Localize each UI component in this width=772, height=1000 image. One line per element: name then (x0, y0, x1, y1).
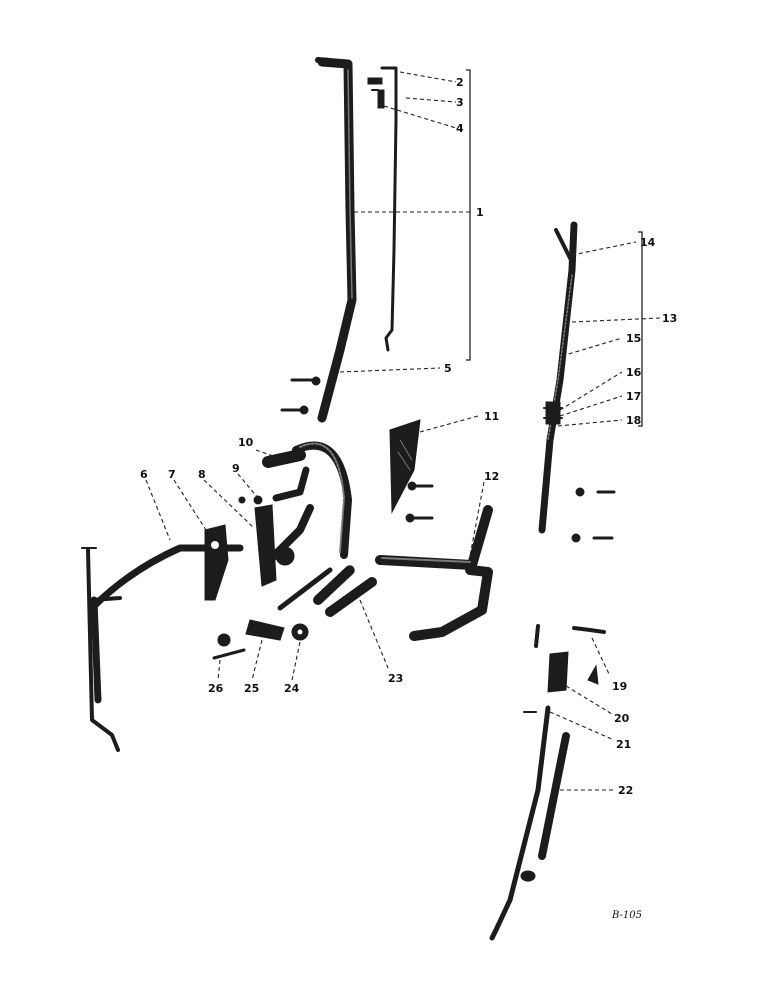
callout-2: 2 (456, 76, 464, 89)
part-11-latch-plate (389, 419, 434, 523)
callout-labels: 1 2 3 4 5 6 7 8 9 10 11 12 13 14 15 16 1… (140, 76, 677, 797)
callout-13: 13 (662, 312, 677, 325)
part-20-sleeve (547, 651, 569, 693)
callout-15: 15 (626, 332, 641, 345)
part-26-bolt (212, 633, 246, 660)
spring-rod (81, 547, 120, 752)
figure-id: B-105 (611, 910, 642, 921)
callout-25: 25 (244, 682, 259, 695)
part-24-washer (291, 623, 309, 641)
callout-21: 21 (616, 738, 631, 751)
part-8-ratchet-lever (254, 504, 314, 587)
callout-7: 7 (168, 468, 176, 481)
callout-23: 23 (388, 672, 403, 685)
callout-6: 6 (140, 468, 148, 481)
part-2-latch-rod (367, 66, 398, 352)
part-10-quadrant (262, 441, 352, 559)
callout-24: 24 (284, 682, 300, 695)
callout-8: 8 (198, 468, 206, 481)
part-22-spring (520, 732, 570, 882)
part-7-pivot-bracket (204, 524, 229, 601)
callout-11: 11 (484, 410, 499, 423)
callout-10: 10 (238, 436, 254, 449)
callout-22: 22 (618, 784, 633, 797)
part-19-pins (534, 624, 606, 685)
part-23-springs (277, 565, 377, 617)
callout-1: 1 (476, 206, 484, 219)
callout-14: 14 (640, 236, 656, 249)
part-1-lever-handle (315, 57, 357, 423)
callout-4: 4 (456, 122, 464, 135)
part-9-nut (238, 495, 263, 505)
part-21-rod (489, 705, 551, 941)
callout-5: 5 (444, 362, 452, 375)
callout-18: 18 (626, 414, 641, 427)
callout-9: 9 (232, 462, 240, 475)
callout-26: 26 (208, 682, 224, 695)
leader-lines (145, 71, 661, 791)
part-25-clip (245, 619, 285, 641)
callout-3: 3 (456, 96, 464, 109)
part-9-bolts-right (571, 487, 616, 543)
group-brackets (466, 69, 643, 427)
part-12-crank-lever (375, 505, 493, 641)
callout-19: 19 (612, 680, 627, 693)
part-13-lift-lever (538, 221, 578, 534)
callout-20: 20 (614, 712, 630, 725)
part-5-bolts (280, 376, 321, 415)
callout-16: 16 (626, 366, 642, 379)
callout-12: 12 (484, 470, 499, 483)
callout-17: 17 (626, 390, 641, 403)
